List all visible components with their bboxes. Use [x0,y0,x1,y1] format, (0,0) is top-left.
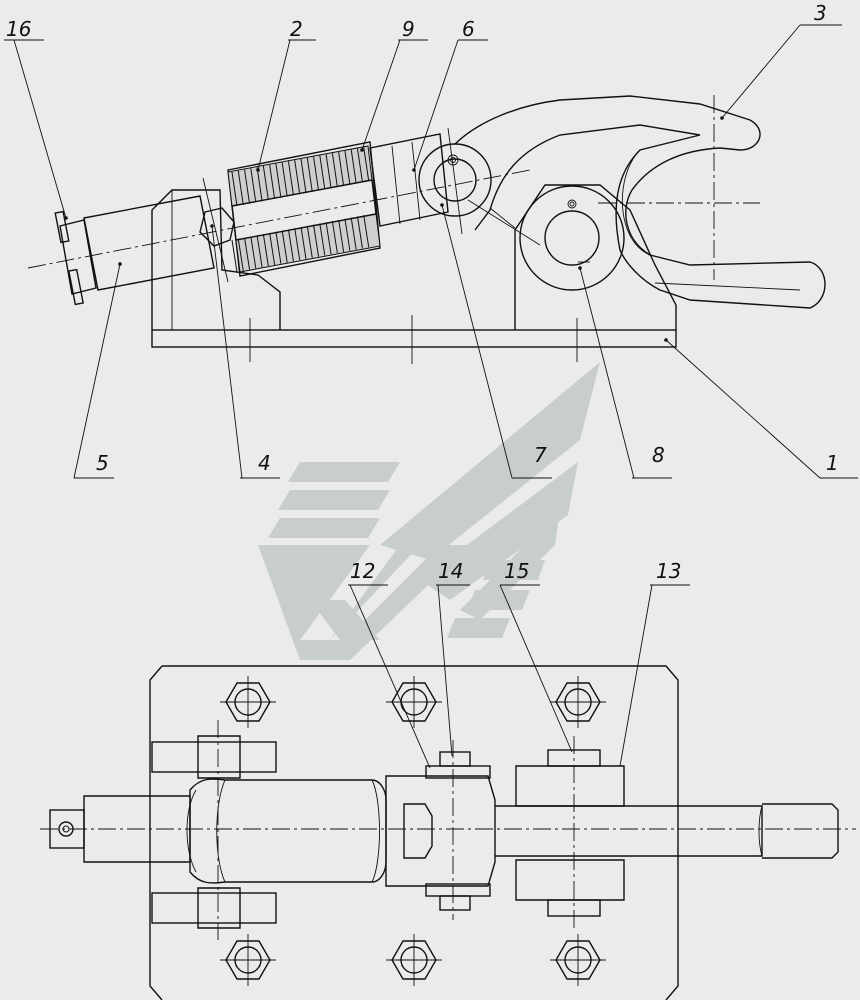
callout-5: 5 [96,451,109,475]
spring-coil [306,225,313,258]
spring-coil [313,224,320,257]
spring-coil [319,155,326,190]
spring-coil [237,238,244,271]
callout-8: 8 [652,443,665,467]
spring-coil [300,158,307,194]
callout-12: 12 [350,559,375,583]
spring-coil [275,231,282,264]
callout-3: 3 [814,1,827,25]
spring-coil [275,163,282,198]
spring-coil [250,236,257,269]
spring-coil [356,148,363,183]
spring-coil [350,217,357,250]
callout-7: 7 [534,443,547,467]
hex-nut [199,207,235,247]
spring-coil [269,164,276,199]
spring-coil [338,219,345,252]
pivot-boss [519,185,625,291]
spring-coil [262,166,269,201]
plan-view [40,584,856,1000]
spring-coil [363,147,370,182]
mounting-hole [550,676,606,728]
watermark-logo [258,362,600,660]
mounting-plate [149,665,679,1000]
mounting-hole [220,934,276,986]
mounting-hole [220,676,276,728]
spring-coil [287,229,294,262]
spring-coil [281,230,288,263]
callout-4: 4 [258,451,271,475]
side-elevation-view [4,24,858,479]
base-plate [151,329,677,348]
spring-coil [325,154,332,189]
right-support [514,184,677,330]
spring-coil [287,161,294,196]
spring-housing [227,141,381,277]
lever-bar [495,805,763,857]
spring-coil [294,228,301,261]
spring-coil [313,156,320,191]
front-yoke [385,775,496,887]
spring-coil [231,171,238,207]
link-plate [515,765,625,901]
spring-coil [325,222,332,255]
spring-coil [256,167,263,202]
mounting-hole [386,934,442,986]
plunger-rod [369,133,449,227]
callout-9: 9 [402,17,415,41]
rear-cylinder [83,195,215,291]
callout-16: 16 [6,17,31,41]
spring-coil [244,237,251,270]
spring-coil [294,160,301,195]
callout-2: 2 [290,17,303,41]
spring-coil [262,234,269,267]
spring-coil [306,157,313,192]
mounting-hole [386,676,442,728]
spring-coil [363,215,370,248]
spring-coil [350,149,357,184]
spring-coil [250,168,257,203]
callout-1: 1 [826,451,839,475]
spring-coil [269,232,276,265]
clamp-lever [454,95,826,309]
callout-15: 15 [504,559,529,583]
spring-coil [244,169,251,204]
spring-coil [319,223,326,256]
spring-coil [231,239,238,273]
spring-coil [344,150,351,185]
spring-coil [356,216,363,249]
spring-coil [281,162,288,197]
spring-coil [344,218,351,251]
callout-13: 13 [656,559,681,583]
spring-coil [237,170,244,205]
mounting-holes [220,676,606,986]
spring-coil [300,226,307,260]
spring-coil [338,151,345,186]
mounting-hole [550,934,606,986]
spring-coil [331,221,338,254]
spring-coil [331,153,338,188]
cylinder-body [189,778,387,884]
spring-coil [256,235,263,268]
callout-14: 14 [438,559,463,583]
callout-6: 6 [462,17,475,41]
